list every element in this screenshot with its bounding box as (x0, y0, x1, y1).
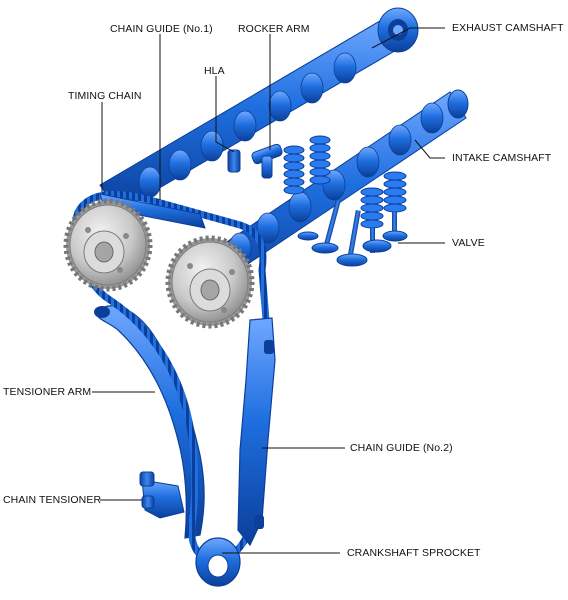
hla (227, 149, 241, 173)
leader-exhaust-camshaft (371, 27, 445, 49)
leader-lines (92, 27, 445, 554)
leader-intake-camshaft (414, 139, 445, 159)
label-exhaust-camshaft: EXHAUST CAMSHAFT (452, 22, 564, 34)
label-timing-chain: TIMING CHAIN (68, 90, 142, 102)
exhaust-cam-sprocket (63, 198, 153, 292)
valve-springs-upper (283, 135, 331, 195)
label-hla: HLA (204, 65, 225, 77)
rocker-arm (251, 143, 283, 179)
chain-guide-no2 (237, 317, 276, 547)
label-tensioner-arm: TENSIONER ARM (3, 386, 92, 398)
crankshaft-sprocket (195, 537, 241, 587)
valves (297, 171, 408, 267)
label-rocker-arm: ROCKER ARM (238, 23, 310, 35)
label-valve: VALVE (452, 237, 485, 249)
label-crankshaft-sprocket: CRANKSHAFT SPROCKET (347, 547, 481, 559)
label-intake-camshaft: INTAKE CAMSHAFT (452, 152, 552, 164)
label-chain-guide-no2: CHAIN GUIDE (No.2) (350, 442, 453, 454)
label-chain-tensioner: CHAIN TENSIONER (3, 494, 102, 506)
intake-cam-sprocket (165, 235, 255, 329)
exhaust-camshaft (99, 7, 419, 213)
intake-camshaft (184, 89, 469, 297)
chain-tensioner (139, 471, 185, 519)
leader-hla (215, 76, 235, 153)
label-chain-guide-no1: CHAIN GUIDE (No.1) (110, 23, 213, 35)
